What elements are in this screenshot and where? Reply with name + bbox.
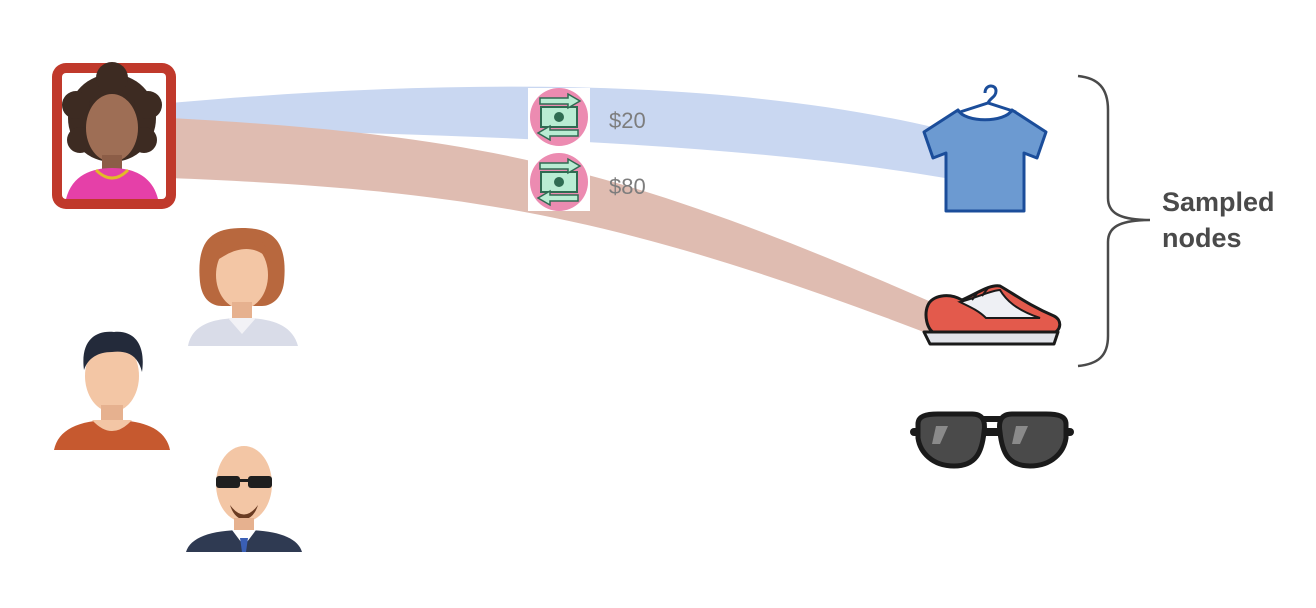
transaction-exchange-icon — [528, 88, 590, 146]
edge-amount-label: $20 — [609, 108, 646, 133]
user-node-bald-man[interactable] — [186, 446, 302, 552]
edge-amount-label: $80 — [609, 174, 646, 199]
woman-short-hair-avatar-icon — [188, 228, 298, 346]
curly-brace — [1077, 74, 1151, 368]
sampled-nodes-label-line2: nodes — [1162, 223, 1242, 253]
selected-user-node[interactable] — [52, 62, 176, 209]
sampled-nodes-label-line1: Sampled — [1162, 187, 1275, 217]
tshirt-node[interactable] — [922, 84, 1048, 213]
edge-to-sneaker — [170, 118, 945, 340]
user-node-man[interactable] — [54, 331, 170, 450]
woman-curly-avatar-icon — [62, 62, 162, 199]
tshirt-hanger-icon — [922, 84, 1048, 213]
user-node-woman[interactable] — [188, 228, 298, 346]
sneaker-icon — [922, 284, 1062, 346]
man-dark-hair-avatar-icon — [54, 331, 170, 450]
transaction-exchange-icon — [528, 153, 590, 211]
sunglasses-icon — [910, 411, 1074, 469]
sneaker-node[interactable] — [922, 284, 1062, 346]
sunglasses-node[interactable] — [910, 411, 1074, 469]
bald-man-sunglasses-avatar-icon — [186, 446, 302, 552]
